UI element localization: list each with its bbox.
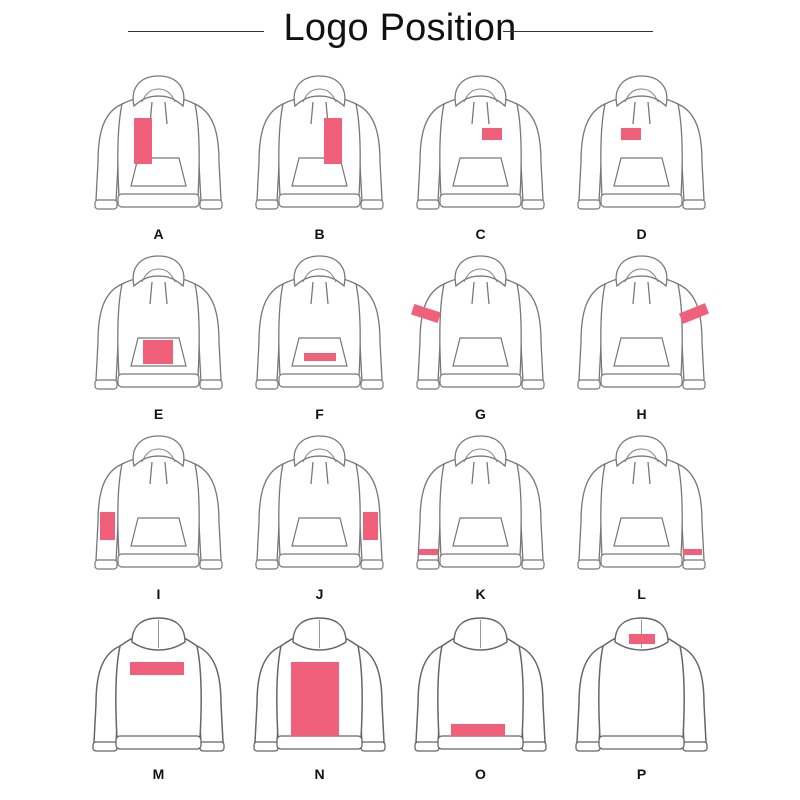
logo-placement-mark bbox=[621, 128, 641, 140]
hoodie-outline bbox=[416, 75, 545, 210]
logo-position-option: K bbox=[400, 428, 561, 608]
logo-placement-mark bbox=[419, 549, 438, 555]
position-label: E bbox=[153, 406, 164, 422]
hoodie-front-icon bbox=[94, 255, 223, 390]
logo-placement-mark bbox=[683, 549, 702, 555]
position-label: P bbox=[636, 766, 647, 782]
title-rule-right bbox=[503, 31, 653, 32]
logo-placement-mark bbox=[100, 512, 115, 540]
hoodie-back-icon bbox=[575, 617, 708, 752]
logo-placement-mark bbox=[143, 340, 173, 364]
logo-position-option: B bbox=[239, 68, 400, 248]
hoodie-outline bbox=[255, 255, 384, 390]
hoodie-front-icon bbox=[94, 435, 223, 570]
position-label: B bbox=[314, 226, 325, 242]
hoodie-front-icon bbox=[255, 255, 384, 390]
position-label: C bbox=[475, 226, 486, 242]
position-label: I bbox=[156, 586, 161, 602]
position-label: D bbox=[636, 226, 647, 242]
logo-position-option: P bbox=[561, 608, 722, 788]
title-rule-left bbox=[128, 31, 264, 32]
logo-position-option: A bbox=[78, 68, 239, 248]
position-label: M bbox=[152, 766, 165, 782]
logo-placement-mark bbox=[629, 634, 655, 644]
logo-placement-mark bbox=[410, 303, 442, 324]
hoodie-front-icon bbox=[416, 75, 545, 210]
hoodie-front-icon bbox=[577, 75, 706, 210]
position-label: N bbox=[314, 766, 325, 782]
hoodie-outline bbox=[255, 75, 384, 210]
logo-placement-mark bbox=[291, 662, 339, 736]
logo-position-option: I bbox=[78, 428, 239, 608]
hoodie-back-icon bbox=[253, 617, 386, 752]
header: Logo Position bbox=[0, 0, 800, 60]
position-label: K bbox=[475, 586, 486, 602]
hoodie-front-icon bbox=[94, 75, 223, 210]
logo-placement-mark bbox=[482, 128, 502, 140]
logo-placement-mark bbox=[324, 118, 342, 164]
position-label: J bbox=[315, 586, 324, 602]
hoodie-front-icon bbox=[255, 435, 384, 570]
position-label: L bbox=[637, 586, 646, 602]
logo-placement-mark bbox=[451, 724, 505, 736]
logo-position-option: J bbox=[239, 428, 400, 608]
logo-position-option: C bbox=[400, 68, 561, 248]
logo-placement-mark bbox=[304, 353, 336, 361]
hoodie-front-icon bbox=[577, 435, 706, 570]
hoodie-front-icon bbox=[416, 435, 545, 570]
hoodie-back-icon bbox=[414, 617, 547, 752]
position-label: H bbox=[636, 406, 647, 422]
hoodie-outline bbox=[92, 617, 225, 752]
logo-position-option: M bbox=[78, 608, 239, 788]
position-label: O bbox=[475, 766, 486, 782]
logo-placement-mark bbox=[130, 662, 184, 675]
logo-position-grid: A B C D E F G H I J K L M N O P bbox=[78, 68, 722, 788]
page-title: Logo Position bbox=[283, 7, 517, 49]
position-label: F bbox=[315, 406, 324, 422]
logo-placement-mark bbox=[678, 303, 710, 324]
hoodie-outline bbox=[94, 435, 223, 570]
hoodie-outline bbox=[94, 255, 223, 390]
hoodie-outline bbox=[255, 435, 384, 570]
logo-position-option: H bbox=[561, 248, 722, 428]
position-label: G bbox=[475, 406, 486, 422]
hoodie-back-icon bbox=[92, 617, 225, 752]
logo-position-option: D bbox=[561, 68, 722, 248]
logo-position-option: L bbox=[561, 428, 722, 608]
hoodie-front-icon bbox=[410, 255, 545, 390]
logo-position-option: G bbox=[400, 248, 561, 428]
logo-placement-mark bbox=[363, 512, 378, 540]
logo-position-option: E bbox=[78, 248, 239, 428]
logo-position-option: F bbox=[239, 248, 400, 428]
logo-position-option: O bbox=[400, 608, 561, 788]
logo-position-option: N bbox=[239, 608, 400, 788]
hoodie-front-icon bbox=[577, 255, 710, 390]
hoodie-outline bbox=[577, 75, 706, 210]
hoodie-outline bbox=[94, 75, 223, 210]
position-label: A bbox=[153, 226, 164, 242]
logo-placement-mark bbox=[134, 118, 152, 164]
hoodie-front-icon bbox=[255, 75, 384, 210]
